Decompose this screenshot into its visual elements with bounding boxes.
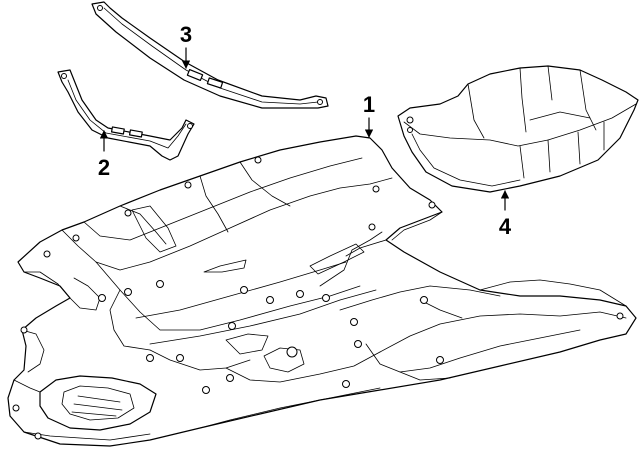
callout-2-label: 2 [98, 155, 110, 180]
callout-1: 1 [363, 92, 375, 138]
part-3-brace-strap [91, 1, 329, 109]
callout-3-label: 3 [180, 22, 192, 47]
callout-4: 4 [499, 190, 512, 239]
callout-1-label: 1 [363, 92, 375, 117]
callout-2: 2 [98, 130, 110, 180]
part-1-underbody-shield [7, 135, 637, 447]
callout-4-label: 4 [499, 214, 512, 239]
callout-3: 3 [180, 22, 192, 69]
part-2-bracket [57, 69, 195, 161]
part-4-tray-shield [397, 65, 639, 193]
fastener-bolts [12, 156, 624, 440]
